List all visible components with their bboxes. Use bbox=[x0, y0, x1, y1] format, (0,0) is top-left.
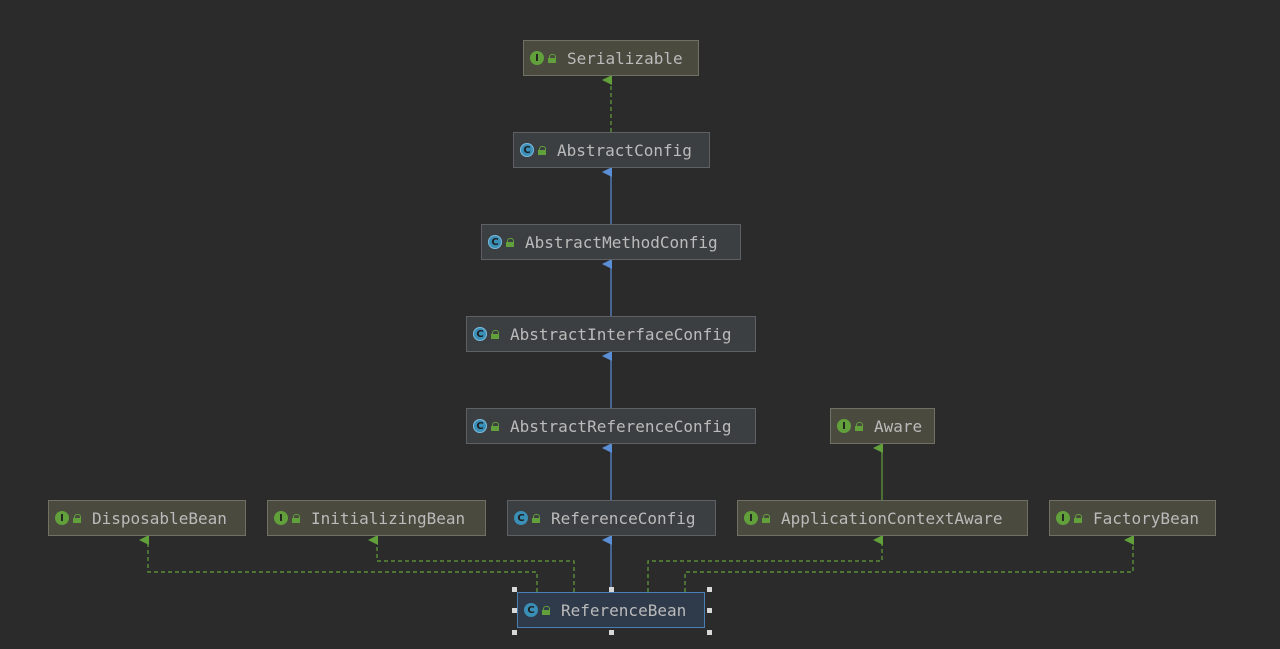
selection-handle-middle-left[interactable] bbox=[512, 608, 517, 613]
node-label: Serializable bbox=[567, 48, 683, 68]
edge-referencebean-applicationcontextaware bbox=[647, 535, 883, 592]
public-access-icon bbox=[548, 53, 557, 63]
interface-icon: I bbox=[1056, 511, 1070, 525]
node-label: ApplicationContextAware bbox=[781, 508, 1003, 528]
public-access-icon bbox=[1074, 513, 1083, 523]
selection-handle-bottom-center[interactable] bbox=[609, 630, 614, 635]
public-access-icon bbox=[506, 237, 515, 247]
public-access-icon bbox=[538, 145, 547, 155]
node-aware[interactable]: I Aware bbox=[830, 408, 935, 444]
interface-icon: I bbox=[837, 419, 851, 433]
public-access-icon bbox=[855, 421, 864, 431]
abstract-class-icon: C bbox=[488, 235, 502, 249]
node-reference-config[interactable]: C ReferenceConfig bbox=[507, 500, 716, 536]
node-abstract-interface-config[interactable]: C AbstractInterfaceConfig bbox=[466, 316, 756, 352]
node-label: AbstractInterfaceConfig bbox=[510, 324, 732, 344]
selection-handle-bottom-left[interactable] bbox=[512, 630, 517, 635]
public-access-icon bbox=[491, 421, 500, 431]
edge-referencebean-initializingbean bbox=[368, 535, 575, 592]
node-label: DisposableBean bbox=[92, 508, 227, 528]
selection-handle-bottom-right[interactable] bbox=[707, 630, 712, 635]
node-abstract-config[interactable]: C AbstractConfig bbox=[513, 132, 710, 168]
node-label: InitializingBean bbox=[311, 508, 466, 528]
selection-handle-top-right[interactable] bbox=[707, 587, 712, 592]
node-abstract-reference-config[interactable]: C AbstractReferenceConfig bbox=[466, 408, 756, 444]
selection-handle-top-center[interactable] bbox=[609, 587, 614, 592]
interface-icon: I bbox=[744, 511, 758, 525]
node-label: AbstractMethodConfig bbox=[525, 232, 718, 252]
class-icon: C bbox=[514, 511, 528, 525]
abstract-class-icon: C bbox=[520, 143, 534, 157]
public-access-icon bbox=[532, 513, 541, 523]
node-application-context-aware[interactable]: I ApplicationContextAware bbox=[737, 500, 1028, 536]
node-label: AbstractReferenceConfig bbox=[510, 416, 732, 436]
node-label: ReferenceConfig bbox=[551, 508, 696, 528]
selection-handle-middle-right[interactable] bbox=[707, 608, 712, 613]
node-abstract-method-config[interactable]: C AbstractMethodConfig bbox=[481, 224, 741, 260]
interface-icon: I bbox=[530, 51, 544, 65]
interface-icon: I bbox=[274, 511, 288, 525]
interface-icon: I bbox=[55, 511, 69, 525]
public-access-icon bbox=[762, 513, 771, 523]
public-access-icon bbox=[73, 513, 82, 523]
public-access-icon bbox=[491, 329, 500, 339]
node-initializing-bean[interactable]: I InitializingBean bbox=[267, 500, 486, 536]
node-factory-bean[interactable]: I FactoryBean bbox=[1049, 500, 1216, 536]
node-label: FactoryBean bbox=[1093, 508, 1199, 528]
node-disposable-bean[interactable]: I DisposableBean bbox=[48, 500, 246, 536]
public-access-icon bbox=[292, 513, 301, 523]
selection-handle-top-left[interactable] bbox=[512, 587, 517, 592]
node-reference-bean[interactable]: C ReferenceBean bbox=[517, 592, 705, 628]
node-label: AbstractConfig bbox=[557, 140, 692, 160]
edge-referencebean-factorybean bbox=[684, 535, 1134, 592]
class-icon: C bbox=[524, 603, 538, 617]
edge-referencebean-disposablebean bbox=[139, 535, 538, 592]
node-serializable[interactable]: I Serializable bbox=[523, 40, 699, 76]
node-label: ReferenceBean bbox=[561, 600, 687, 620]
abstract-class-icon: C bbox=[473, 327, 487, 341]
abstract-class-icon: C bbox=[473, 419, 487, 433]
node-label: Aware bbox=[874, 416, 923, 436]
public-access-icon bbox=[542, 605, 551, 615]
